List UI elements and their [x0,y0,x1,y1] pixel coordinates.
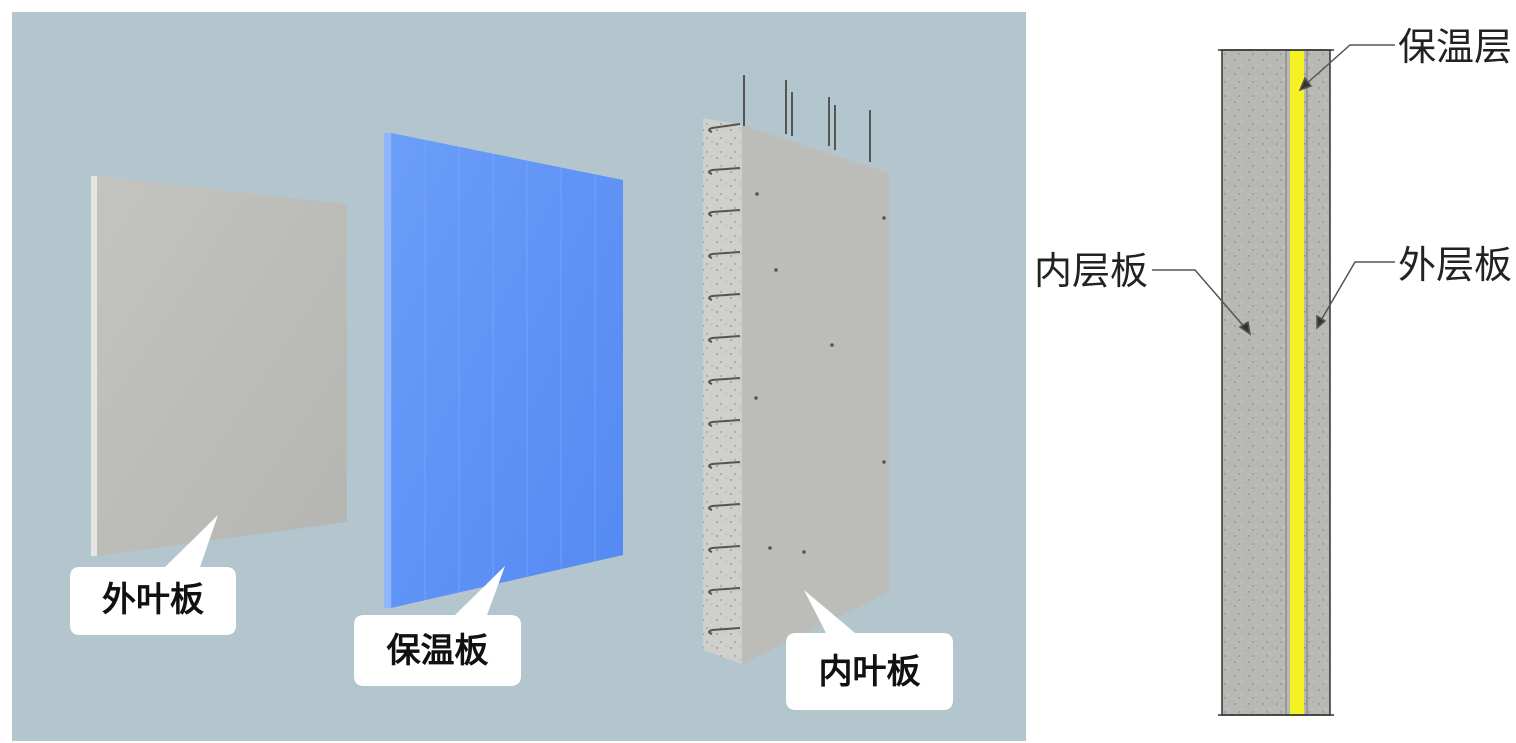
label-insulation-board: 保温板 [386,631,489,671]
label-insulation-layer: 保温层 [1398,25,1513,69]
insulation-board [384,133,623,608]
label-outer-layer: 外层板 [1398,243,1513,287]
inner-leaf-board [703,75,889,664]
callout-inner-leaf [786,590,953,710]
inner-leaf-dots [754,192,886,554]
rebar-group [708,75,871,635]
cross-section [1218,49,1334,716]
outer-leaf-board [91,176,347,556]
leader-lines [1152,44,1395,336]
label-inner-leaf: 内叶板 [818,652,921,692]
callout-outer-leaf [70,515,236,635]
callout-insulation-board [354,566,521,686]
label-inner-layer: 内层板 [1034,249,1149,293]
label-outer-leaf: 外叶板 [102,580,204,620]
